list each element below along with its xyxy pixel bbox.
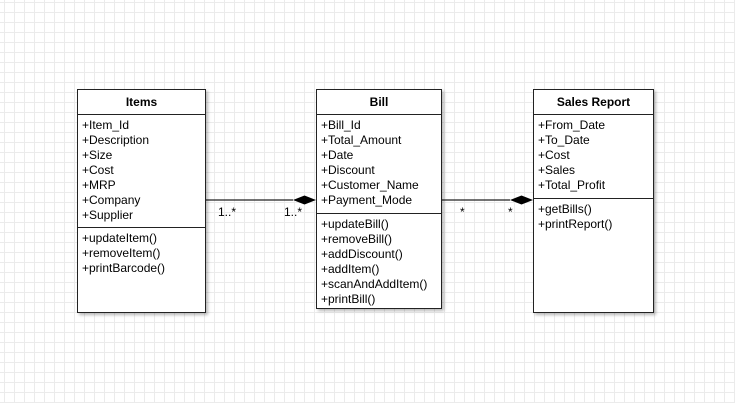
composition-diamond [293, 195, 316, 205]
attribute: +MRP [82, 178, 116, 192]
class-bill-methods: +updateBill() +removeBill() +addDiscount… [317, 214, 441, 311]
multiplicity-sales-report-end: * [508, 205, 513, 219]
attribute: +Cost [538, 148, 570, 162]
method: +addItem() [321, 262, 380, 276]
attribute: +Company [82, 193, 141, 207]
attribute: +Description [82, 133, 150, 147]
attribute: +Date [321, 148, 354, 162]
composition-diamond [510, 195, 533, 205]
attribute: +Payment_Mode [321, 193, 413, 207]
class-items-methods: +updateItem() +removeItem() +printBarcod… [78, 228, 205, 280]
method: +updateItem() [82, 231, 158, 245]
method: +removeBill() [321, 232, 393, 246]
bill-sales-report-composition[interactable] [442, 195, 533, 205]
multiplicity-bill-end: * [460, 205, 465, 219]
class-sales-report-title: Sales Report [534, 90, 653, 115]
attribute: +Size [82, 148, 113, 162]
method: +getBills() [538, 202, 592, 216]
attribute: +Item_Id [82, 118, 130, 132]
class-bill-attributes: +Bill_Id +Total_Amount +Date +Discount +… [317, 115, 441, 214]
attribute: +From_Date [538, 118, 606, 132]
attribute: +Sales [538, 163, 576, 177]
class-bill-title: Bill [317, 90, 441, 115]
class-items-attributes: +Item_Id +Description +Size +Cost +MRP +… [78, 115, 205, 228]
class-sales-report[interactable]: Sales Report +From_Date +To_Date +Cost +… [533, 89, 654, 313]
method: +printBill() [321, 292, 376, 306]
method: +addDiscount() [321, 247, 403, 261]
items-bill-composition[interactable] [206, 195, 316, 205]
method: +printReport() [538, 217, 613, 231]
attribute: +Cost [82, 163, 114, 177]
multiplicity-items-end: 1..* [218, 205, 237, 219]
method: +printBarcode() [82, 261, 166, 275]
class-sales-report-attributes: +From_Date +To_Date +Cost +Sales +Total_… [534, 115, 653, 199]
attribute: +To_Date [538, 133, 590, 147]
method: +updateBill() [321, 217, 389, 231]
class-sales-report-methods: +getBills() +printReport() [534, 199, 653, 236]
attribute: +Customer_Name [321, 178, 419, 192]
class-items[interactable]: Items +Item_Id +Description +Size +Cost … [77, 89, 206, 313]
attribute: +Supplier [82, 208, 134, 222]
attribute: +Bill_Id [321, 118, 361, 132]
attribute: +Discount [321, 163, 375, 177]
attribute: +Total_Profit [538, 178, 606, 192]
class-bill[interactable]: Bill +Bill_Id +Total_Amount +Date +Disco… [316, 89, 442, 309]
class-items-title: Items [78, 90, 205, 115]
multiplicity-bill-end: 1..* [284, 205, 303, 219]
attribute: +Total_Amount [321, 133, 402, 147]
method: +removeItem() [82, 246, 161, 260]
method: +scanAndAddItem() [321, 277, 428, 291]
